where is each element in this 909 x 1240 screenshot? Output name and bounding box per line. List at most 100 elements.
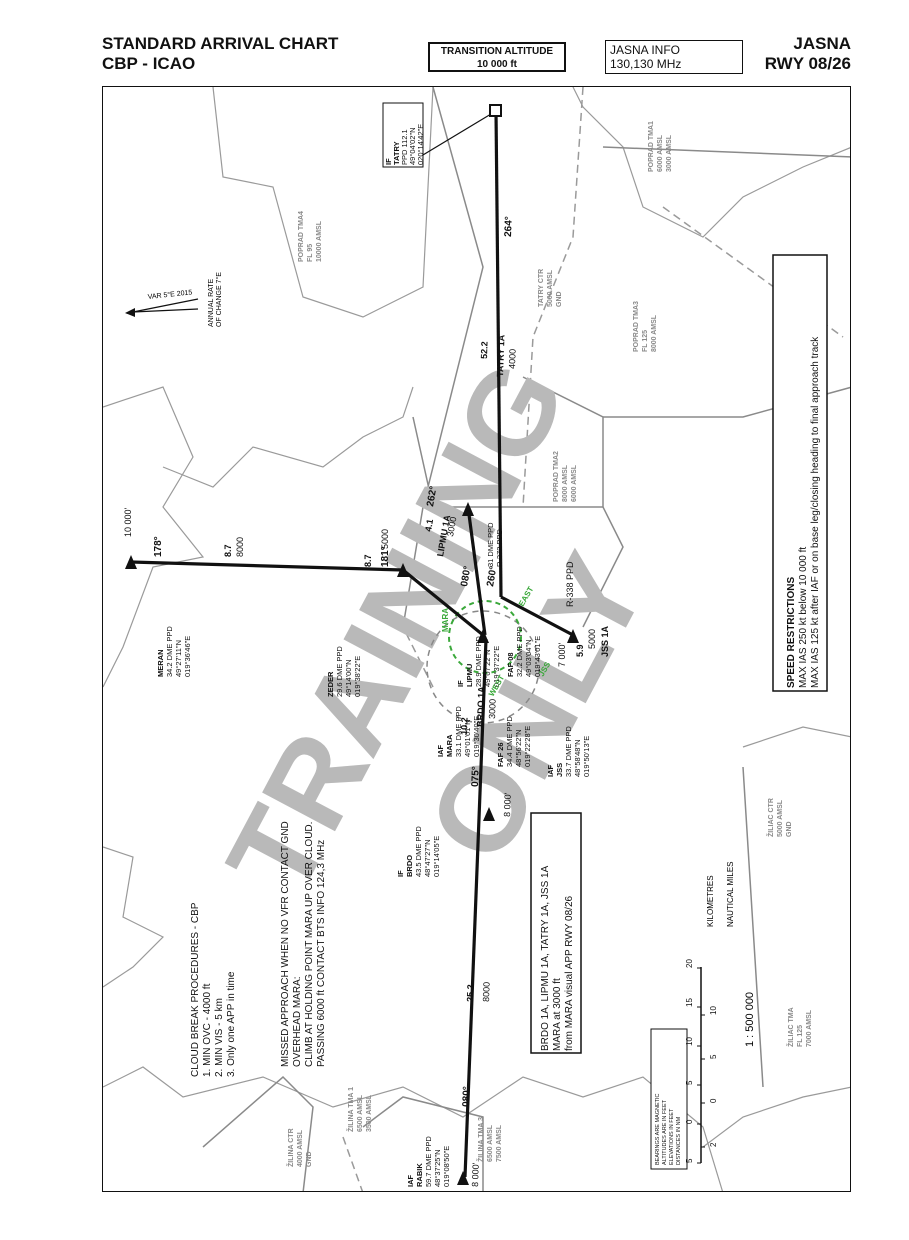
speed-2: MAX IAS 125 kt after IAF or on base leg/… [810,336,821,688]
green-mara: MARA [441,608,450,632]
zilina-tma1-name: ŽILINA TMA 1 [346,1087,355,1132]
route-lipmu [466,506,487,636]
rabik-name: RABIK [415,1163,424,1187]
ziliac-ctr-upper: 5000 AMSL [777,799,784,837]
magnetic-north-arrow [132,308,199,313]
chart-title: STANDARD ARRIVAL CHART [102,34,339,53]
fix-symbols [125,104,579,1185]
meran-lon: 019°36'46"E [183,636,192,677]
meran-alt-at-fix: 10 000' [123,507,133,537]
scale-km-label: KILOMETRES [706,875,715,927]
legend-row-2: ALTITUDES ARE IN FEET [662,1099,668,1165]
lipmu-route-bearing: 262° [425,485,439,507]
speed-title: SPEED RESTRICTIONS [786,577,797,688]
rabik-route-distance: 25.2 [465,984,476,1002]
mara-lon: 019°30'40"E [472,716,481,757]
jss-alt-at-fix: 7 000' [557,642,567,667]
poprad-tma2-upper: 8000 AMSL [562,464,569,502]
lipmu-lon: 019°37'22"E [492,646,501,687]
tatry-name: TATRY [392,141,401,165]
speed-1: MAX IAS 250 kt below 10 000 ft [798,547,809,688]
mara-name: MARA [445,734,454,757]
true-north-arrow [132,298,199,313]
missed-4: PASSING 6000 ft CONTACT BTS INFO 124,3 M… [316,840,327,1067]
procedure-3: from MARA visual APP RWY 08/26 [564,895,575,1051]
brdo-route-bearing: 075° [470,766,482,787]
faf26-dme: 34.4 DME PPD [505,716,514,767]
procedure-box: BRDO 1A, LIPMU 1A, TATRY 1A, JSS 1A MARA… [530,812,582,1054]
magvar-change-2: OF CHANGE 7°E [215,272,223,327]
jss-route-alt: 5000 [587,629,597,649]
zeder-lat: 49°14'00"N [344,659,353,697]
zilina-ctr-upper: 4000 AMSL [297,1129,304,1167]
north-arrow-head [125,308,135,317]
zilina-ctr-name: ŽILINA CTR [286,1128,295,1167]
poprad-tma4-upper: FL 95 [307,244,314,262]
runway-designator: RWY 08/26 [764,54,851,73]
poprad-tma4-name: POPRAD TMA4 [298,211,305,262]
cloud-break-1: 1. MIN OVC - 4000 ft [202,983,213,1077]
ziliac-tma-name: ŽILIAC TMA [786,1007,795,1047]
magvar-change-1: ANNUAL RATE [208,278,215,327]
zilina-tma1-upper: 6500 AMSL [357,1094,364,1132]
lipmu-route-distance: 4.1 [423,518,435,532]
scale-nm-tick-label: 10 [709,1006,718,1015]
brdo-dme: 43.5 DME PPD [414,826,423,877]
zeder-name: ZEDER [326,671,335,697]
brdo-type: IF [396,870,405,877]
brdo-route-altitude: 3000 [487,699,498,719]
info-frequency-box: JASNA INFO 130,130 MHz [605,40,743,74]
legend-table: BEARINGS ARE MAGNETIC ALTITUDES ARE IN F… [650,1028,688,1170]
scale-km-tick-label: 15 [685,998,694,1007]
routes [130,110,574,1178]
faf26-lon: 019°22'28"E [523,726,532,767]
tatry-route-distance: 52.2 [479,341,490,359]
zeder-leg-distance: 8.7 [363,554,373,567]
meran-name: MERAN [156,650,165,678]
poprad-tma3-name: POPRAD TMA3 [633,301,640,352]
rabik-lat: 48°37'25"N [433,1149,442,1187]
tatry-ctr-lower: GND [556,291,563,307]
brdo-lon: 019°14'05"E [432,836,441,877]
procedure-1: BRDO 1A, LIPMU 1A, TATRY 1A, JSS 1A [540,865,551,1051]
ziliac-tma-lower: 7000 AMSL [806,1009,813,1047]
tatry-route-name: TATRY 1A [495,334,506,377]
cloud-break-notes: CLOUD BREAK PROCEDURES - CBP 1. MIN OVC … [190,902,237,1077]
zilina-tma1-lower: 3500 AMSL [366,1094,373,1132]
bearing-260: 260° [485,565,499,587]
zilina-ctr-lower: GND [306,1151,313,1167]
meran-route-alt: 8000 [235,537,245,557]
rabik-route-altitude: 8000 [481,982,492,1002]
mara-lat: 49°01'01"N [463,719,472,757]
poprad-tma1-name: POPRAD TMA1 [648,121,655,172]
aerodrome-block: JASNA RWY 08/26 [765,34,851,74]
zilina-tma3-lower: 7500 AMSL [496,1124,503,1162]
tatry-lon: 020°14'42"E [416,124,425,165]
route-jss [500,595,574,637]
missed-2: OVERHEAD MARA: [292,976,303,1067]
route-tatry [494,110,503,598]
lipmu-name: LIPMU [465,664,474,687]
jss-lat: 48°58'48"N [573,739,582,777]
meran-lat: 49°27'11"N [174,640,183,677]
meran-route-bearing-out: 181° [380,546,391,567]
jss-lon: 019°50'13"E [582,736,591,777]
poprad-tma3-lower: 8000 AMSL [651,314,658,352]
jss-route-distance: 5.9 [575,644,585,657]
aerodrome-name: JASNA [793,34,851,53]
poprad-tma4-lower: 10000 AMSL [316,220,323,262]
meran-route-bearing-in: 178° [153,536,164,557]
jss-route-name: JSS 1A [600,625,610,657]
faf26-lat: 48°56'22"N [514,729,523,767]
poprad-tma1-lower: 3000 AMSL [666,134,673,172]
mara-type: IAF [436,745,445,758]
lipmu-route-altitude: 3000 [445,516,458,537]
magnetic-variation: VAR 5°E 2015 ANNUAL RATE OF CHANGE 7°E [125,272,223,327]
meran-fix-symbol [125,555,137,569]
bearing-080: 080° [459,565,473,587]
rabik-type: IAF [406,1175,415,1188]
info-frequency: 130,130 MHz [610,57,682,71]
lipmu-lat: 49°07'22"N [483,649,492,687]
